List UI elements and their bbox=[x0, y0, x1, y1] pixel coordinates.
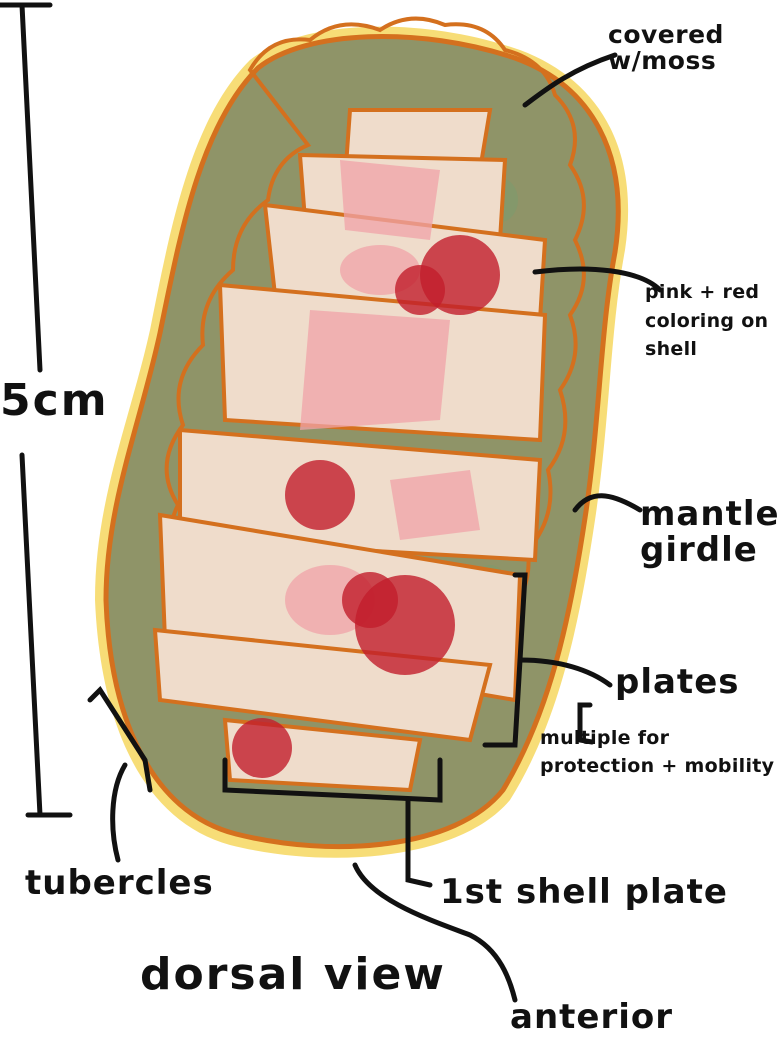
covered-label: covered w/moss bbox=[608, 22, 778, 75]
tubercles-label: tubercles bbox=[25, 866, 214, 902]
first-plate-label: 1st shell plate bbox=[440, 875, 728, 911]
dorsal-view-label: dorsal view bbox=[140, 952, 446, 998]
plates-label: plates bbox=[615, 665, 740, 701]
scale-bar bbox=[22, 5, 40, 370]
anterior-label: anterior bbox=[510, 1000, 673, 1036]
scale-label: 5cm bbox=[0, 378, 109, 424]
pink-red-label: pink + red coloring on shell bbox=[645, 278, 783, 364]
mantle-label: mantle girdle bbox=[640, 497, 780, 568]
multiple-label: multiple for protection + mobility bbox=[540, 725, 780, 780]
